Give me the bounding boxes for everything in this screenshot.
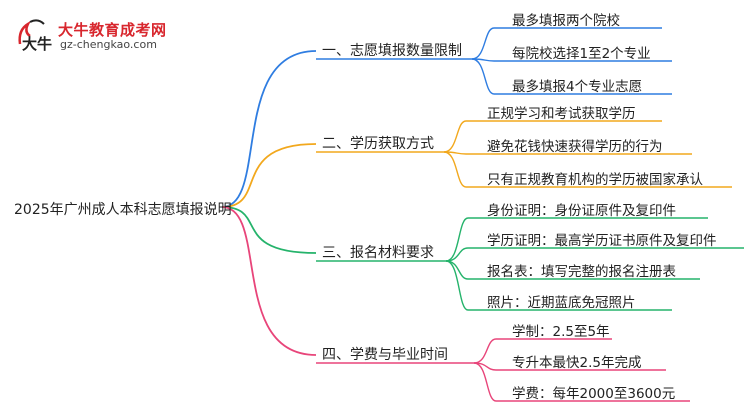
leaf-connector: [473, 362, 497, 402]
leaf-node: 学历证明：最高学历证书原件及复印件: [487, 233, 717, 249]
leaf-node: 最多填报两个院校: [512, 13, 620, 29]
logo-title: 大牛教育成考网: [58, 21, 167, 39]
leaf-node: 正规学习和考试获取学历: [487, 106, 636, 122]
leaf-node: 最多填报4个专业志愿: [512, 79, 643, 95]
leaf-node: 只有正规教育机构的学历被国家承认: [487, 172, 703, 188]
logo-mark-text: 大牛: [22, 35, 52, 53]
branch-connector: [221, 206, 317, 356]
leaf-connector: [471, 58, 495, 95]
leaf-connector: [445, 247, 469, 262]
bull-logo-icon: 大牛: [18, 19, 52, 53]
leaf-node: 学费：每年2000至3600元: [512, 386, 676, 402]
leaf-connector: [443, 151, 467, 188]
leaf-node: 照片：近期蓝底免冠照片: [487, 295, 636, 311]
leaf-node: 每院校选择1至2个专业: [512, 46, 651, 62]
leaf-node: 报名表：填写完整的报名注册表: [487, 264, 676, 280]
leaf-connector: [471, 27, 495, 60]
leaf-connector: [445, 217, 469, 262]
branch-connector: [221, 206, 317, 254]
leaf-connector: [473, 338, 497, 364]
leaf-node: 避免花钱快速获得学历的行为: [487, 139, 663, 155]
leaf-connector: [443, 120, 467, 153]
branch-label: 二、学历获取方式: [322, 136, 434, 152]
branch-label: 四、学费与毕业时间: [322, 347, 448, 363]
branch-label: 三、报名材料要求: [322, 245, 434, 261]
leaf-node: 专升本最快2.5年完成: [512, 355, 642, 371]
branch-label: 一、志愿填报数量限制: [322, 43, 462, 59]
branch-connector: [221, 50, 317, 208]
leaf-node: 学制：2.5至5年: [512, 324, 610, 340]
root-node: 2025年广州成人本科志愿填报说明: [14, 202, 232, 218]
leaf-node: 身份证明：身份证原件及复印件: [487, 203, 676, 219]
logo-url: gz-chengkao.com: [60, 38, 157, 51]
logo: 大牛 大牛教育成考网 gz-chengkao.com: [14, 16, 166, 56]
branch-connector: [221, 143, 317, 208]
leaf-connector: [445, 260, 469, 311]
